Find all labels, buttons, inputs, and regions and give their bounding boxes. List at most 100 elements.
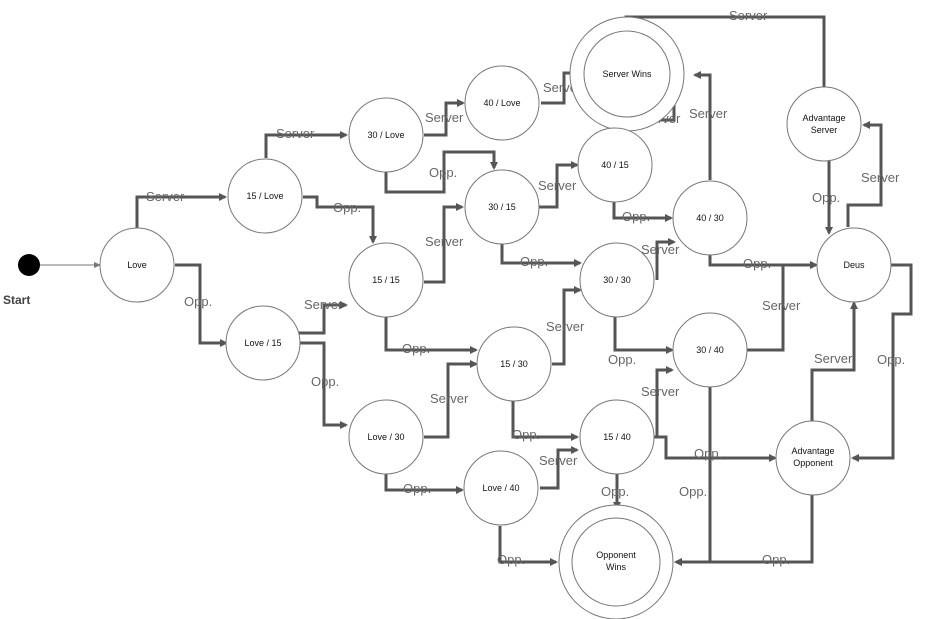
edge-40-30-to-deus bbox=[708, 255, 818, 269]
edge-label-server: Server bbox=[538, 178, 577, 193]
edge-label-opp: Opp. bbox=[743, 256, 771, 271]
state-label: 15 / 40 bbox=[603, 432, 631, 442]
state-30-love: 30 / Love bbox=[348, 97, 424, 173]
edge-advantage-opponent-to-opponent-wins bbox=[674, 494, 814, 566]
state-30-30: 30 / 30 bbox=[579, 242, 655, 318]
edge-15-15-to-30-15 bbox=[424, 203, 464, 284]
state-label: 15 / Love bbox=[246, 191, 283, 201]
edge-label-opp: Opp. bbox=[311, 374, 339, 389]
state-label: 30 / 30 bbox=[603, 275, 631, 285]
state-label: 30 / 15 bbox=[488, 202, 516, 212]
edge-label-opp: Opp. bbox=[877, 352, 905, 367]
state-label: Love / 15 bbox=[244, 338, 281, 348]
edge-label-opp: Opp. bbox=[403, 481, 431, 496]
state-server-wins: Server Wins bbox=[569, 16, 685, 132]
edge-label-opp: Opp. bbox=[333, 200, 361, 215]
edge-deus-to-advantage-server bbox=[846, 121, 883, 227]
edge-love-30-to-love-40 bbox=[384, 474, 464, 494]
edge-label-opp: Opp. bbox=[622, 209, 650, 224]
state-love-40: Love / 40 bbox=[463, 450, 539, 526]
edge-label-opp: Opp. bbox=[520, 254, 548, 269]
edge-label-server: Server bbox=[546, 319, 585, 334]
state-label: Advantage bbox=[791, 446, 834, 456]
edge-15-love-to-30-love bbox=[264, 131, 348, 158]
edge-label-server: Server bbox=[539, 453, 578, 468]
state-30-15: 30 / 15 bbox=[464, 169, 540, 245]
state-label: Advantage bbox=[802, 113, 845, 123]
edge-labels: Server Opp. Server Opp. Server Opp. Serv… bbox=[146, 8, 905, 567]
edge-label-opp: Opp. bbox=[512, 427, 540, 442]
edge-label-server: Server bbox=[276, 126, 315, 141]
state-love-15: Love / 15 bbox=[225, 305, 301, 381]
edge-30-love-to-40-love bbox=[424, 99, 465, 137]
state-love: Love bbox=[99, 227, 175, 303]
state-advantage-opponent: Advantage Opponent bbox=[775, 420, 851, 496]
edge-love-15-to-15-15 bbox=[297, 301, 348, 335]
edge-label-server: Server bbox=[641, 384, 680, 399]
state-40-love: 40 / Love bbox=[464, 65, 540, 141]
edge-love-15-to-love-30 bbox=[297, 341, 348, 429]
edge-label-opp: Opp. bbox=[679, 484, 707, 499]
edge-love-to-love-15 bbox=[175, 263, 228, 347]
state-label: Server Wins bbox=[602, 69, 652, 79]
edge-label-server: Server bbox=[729, 8, 768, 23]
edge-label-server: Server bbox=[861, 170, 900, 185]
start-dot bbox=[18, 254, 40, 276]
state-label: 15 / 30 bbox=[500, 359, 528, 369]
start-node: Start bbox=[3, 254, 40, 307]
state-15-30: 15 / 30 bbox=[476, 326, 552, 402]
edge-love-to-15-love bbox=[135, 193, 227, 228]
state-label: 30 / Love bbox=[367, 130, 404, 140]
state-40-15: 40 / 15 bbox=[577, 127, 653, 203]
edge-label-server: Server bbox=[146, 189, 185, 204]
edge-15-love-to-15-15 bbox=[303, 195, 377, 244]
state-label: 30 / 40 bbox=[696, 345, 724, 355]
edge-label-opp: Opp. bbox=[429, 165, 457, 180]
state-label: Wins bbox=[606, 562, 626, 572]
edge-30-love-to-30-15 bbox=[384, 150, 498, 194]
state-label: 40 / Love bbox=[483, 98, 520, 108]
edge-label-opp: Opp. bbox=[812, 190, 840, 205]
edge-30-30-to-40-30 bbox=[655, 238, 676, 280]
state-30-40: 30 / 40 bbox=[672, 312, 748, 388]
edge-love-40-to-15-40 bbox=[540, 446, 579, 490]
edge-label-opp: Opp. bbox=[608, 352, 636, 367]
state-40-30: 40 / 30 bbox=[672, 180, 748, 256]
edge-40-15-to-40-30 bbox=[612, 202, 673, 222]
edge-love-40-to-opponent-wins bbox=[498, 526, 558, 566]
state-label: 15 / 15 bbox=[372, 275, 400, 285]
edge-15-40-to-advantage-opponent bbox=[653, 435, 777, 462]
edge-label-opp: Opp. bbox=[402, 341, 430, 356]
edge-label-opp: Opp. bbox=[497, 552, 525, 567]
edge-label-server: Server bbox=[425, 110, 464, 125]
edge-label-server: Server bbox=[304, 297, 343, 312]
state-love-30: Love / 30 bbox=[348, 399, 424, 475]
state-label: Opponent bbox=[596, 550, 636, 560]
edge-30-15-to-40-15 bbox=[539, 161, 579, 209]
edge-advantage-opponent-to-deus bbox=[810, 301, 858, 422]
state-label: Opponent bbox=[793, 458, 833, 468]
edge-label-server: Server bbox=[762, 298, 801, 313]
state-15-40: 15 / 40 bbox=[579, 399, 655, 475]
edge-label-server: Server bbox=[814, 351, 853, 366]
edge-label-opp: Opp. bbox=[601, 484, 629, 499]
state-15-love: 15 / Love bbox=[227, 158, 303, 234]
state-advantage-server: Advantage Server bbox=[786, 86, 862, 162]
state-label: 40 / 30 bbox=[696, 213, 724, 223]
edge-label-server: Server bbox=[425, 234, 464, 249]
edge-label-server: Server bbox=[430, 391, 469, 406]
edge-15-30-to-15-40 bbox=[511, 400, 579, 441]
state-deus: Deus bbox=[816, 227, 892, 303]
edge-30-40-to-opponent-wins bbox=[674, 386, 712, 566]
edge-15-30-to-30-30 bbox=[552, 286, 582, 366]
state-label: Love / 40 bbox=[482, 483, 519, 493]
edge-label-server: Server bbox=[689, 106, 728, 121]
edge-30-40-to-deus bbox=[747, 261, 818, 352]
state-label: 40 / 15 bbox=[601, 160, 629, 170]
nodes: Start Love 15 / Love Love / 15 30 / Love… bbox=[3, 16, 892, 619]
edge-15-40-to-30-40 bbox=[655, 366, 674, 437]
edge-label-server: Server bbox=[641, 242, 680, 257]
edge-label-opp: Opp. bbox=[694, 446, 722, 461]
edge-40-30-to-server-wins bbox=[693, 71, 712, 180]
